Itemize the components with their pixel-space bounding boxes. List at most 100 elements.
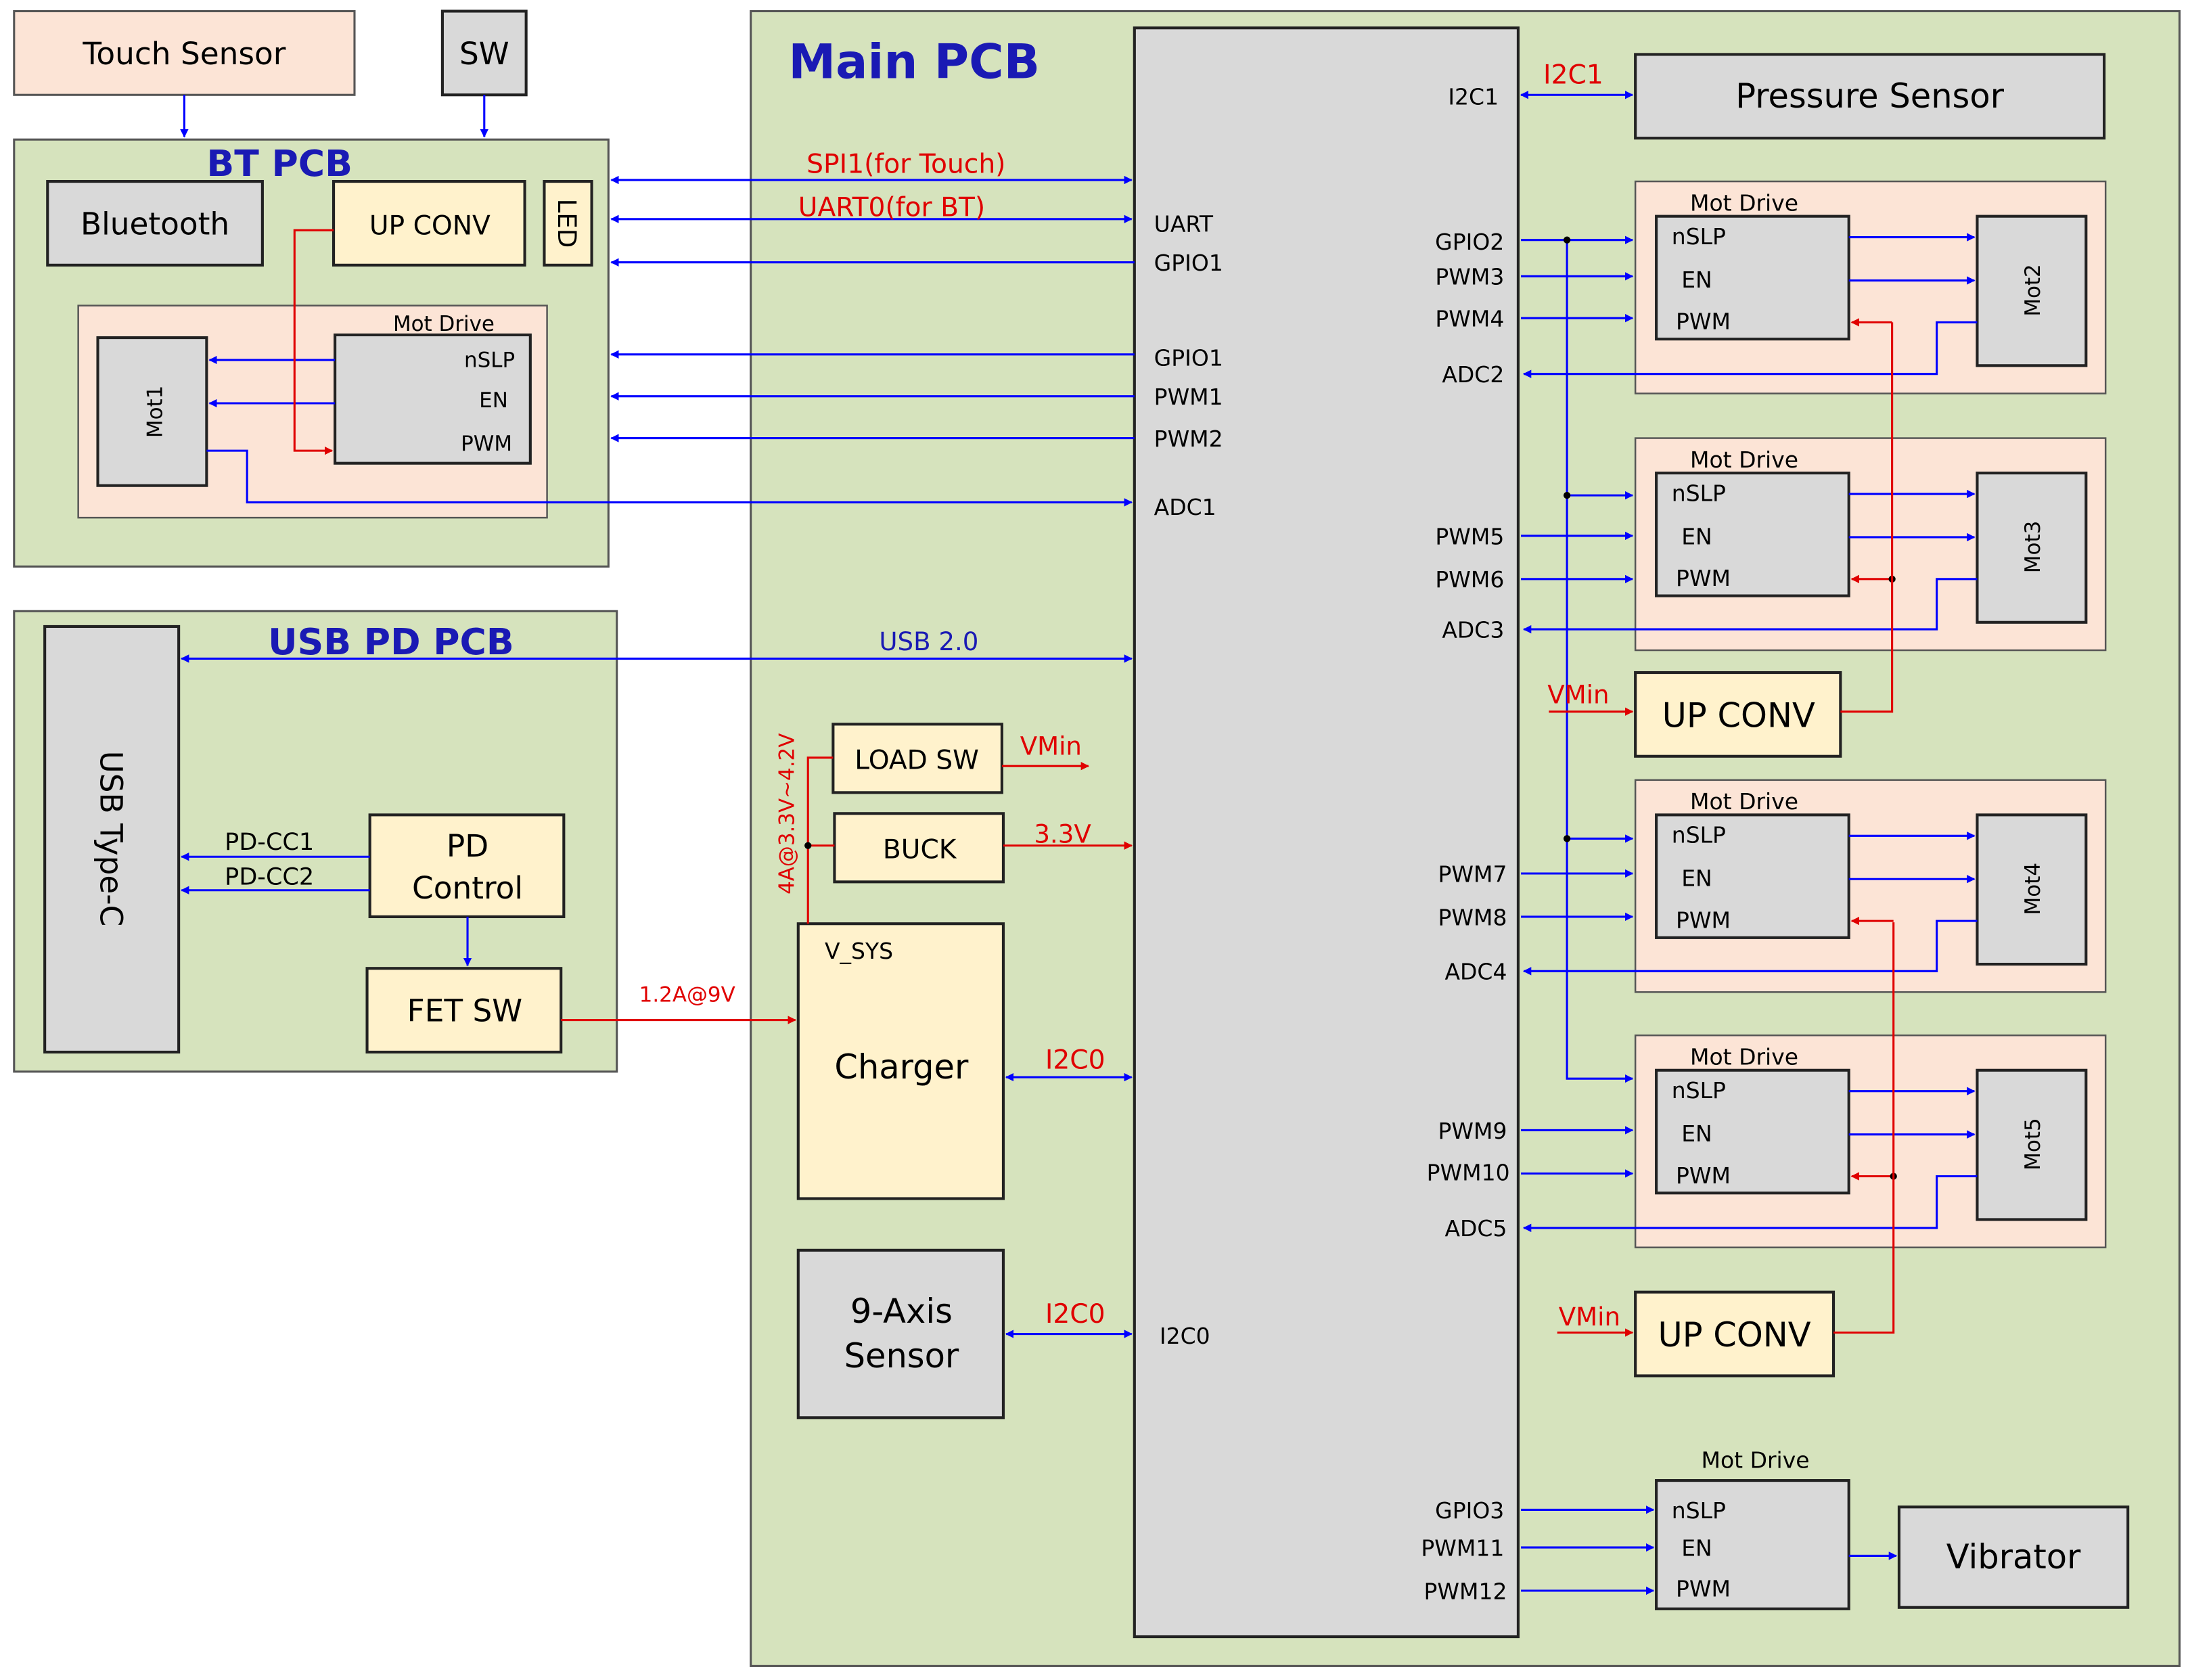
pd-control-label-1: PD [447,828,488,864]
up-conv-1-block [1634,671,1842,758]
usb-typec-block [43,625,181,1054]
mot-driver-3-pin-en: EN [1681,523,1712,549]
mot-driver-3-pin-pwm: PWM [1676,565,1731,591]
pd-cc1-label: PD-CC1 [225,828,314,856]
input-power-label: 1.2A@9V [639,983,735,1007]
up-conv-2-label: UP CONV [1658,1315,1811,1355]
uart0-label: UART0(for BT) [798,193,985,223]
mcu-pin-i2c0: I2C0 [1160,1323,1210,1349]
vsys-rail [806,756,834,924]
mcu-pin-i2c1: I2C1 [1448,84,1499,110]
buck-label: BUCK [883,834,957,865]
mcu-pin-adc5: ADC5 [1444,1215,1507,1242]
pd-cc2-label: PD-CC2 [225,863,314,890]
mcu-pin-pwm5: PWM5 [1435,523,1504,549]
mot5-label: Mot5 [2021,1118,2045,1170]
mot4-block [1976,813,2088,966]
up-conv-2-output [1833,922,1895,1334]
usb-pd-pcb-title: USB PD PCB [268,620,514,663]
sw-label: SW [459,36,509,72]
mcu-pin-pwm1: PWM1 [1154,384,1223,410]
bt-pin-pwm: PWM [461,432,512,456]
load-sw-label: LOAD SW [854,745,979,775]
mot5-adc-feedback [1522,1175,1978,1233]
pressure-sensor-label: Pressure Sensor [1735,76,2004,116]
vibrator-label: Vibrator [1946,1537,2081,1576]
mot-driver-2-pin-nslp: nSLP [1672,223,1726,250]
mcu-pin-pwm9: PWM9 [1438,1118,1507,1144]
buck-3v3-label: 3.3V [1034,820,1091,849]
mot2-label: Mot2 [2021,264,2045,316]
mot-driver-2-pin-en: EN [1681,267,1712,293]
pd-control-label-2: Control [412,870,523,906]
mot-driver-2-pin-pwm: PWM [1676,309,1731,335]
mcu-pin-adc1: ADC1 [1154,494,1216,520]
nslp-bus-vertical [1566,240,1634,1083]
mcu-pin-gpio1b: GPIO1 [1154,344,1223,371]
bt-pin-nslp: nSLP [464,348,515,372]
led-label: LED [552,199,581,248]
mcu-block [1133,26,1520,1639]
touch-sensor-label: Touch Sensor [82,36,286,72]
vsys-junction [804,842,812,849]
fet-sw-label: FET SW [407,993,523,1029]
charger-i2c0-label: I2C0 [1045,1045,1106,1076]
usb-typec-label: USB Type-C [93,751,129,927]
spi1-label: SPI1(for Touch) [806,150,1005,180]
bt-pin-en: EN [479,388,508,413]
mcu-pin-adc2: ADC2 [1442,361,1504,388]
up-conv-2-vmin-label: VMin [1559,1302,1620,1332]
vibrator-block [1897,1505,2130,1609]
mot1-block [96,336,208,487]
touch-sensor-block [13,9,356,96]
adc1-line [206,449,1133,507]
axis-sensor-label-2: Sensor [844,1336,959,1376]
charger-label: Charger [834,1047,969,1087]
mot-driver-5-pin-pwm: PWM [1676,1162,1731,1189]
mcu-pin-gpio3: GPIO3 [1435,1497,1504,1524]
pressure-sensor-block [1634,53,2106,140]
vibrator-pin-nslp: nSLP [1672,1497,1726,1524]
up-conv-1-output [1840,322,1894,713]
fet-sw-block [365,967,563,1054]
up-conv-1-label: UP CONV [1662,696,1815,735]
mot3-label: Mot3 [2021,521,2045,573]
bluetooth-block [46,180,264,267]
charger-block [796,922,1005,1200]
vibrator-mot-drive-title: Mot Drive [1702,1447,1810,1474]
buck-block [833,812,1005,884]
mot4-adc-feedback [1522,920,1978,976]
mcu-pin-pwm10: PWM10 [1427,1160,1510,1186]
mcu-pin-gpio2: GPIO2 [1435,229,1504,255]
bt-upconv-to-pwm [293,229,334,455]
bt-pcb-title: BT PCB [206,142,352,185]
mot3-block [1976,472,2088,624]
current-range-label: 4A@3.3V~4.2V [775,733,800,894]
mot-driver-block-4 [1655,813,1850,939]
mot-drive-title-4: Mot Drive [1690,788,1798,815]
mot-driver-4-pin-nslp: nSLP [1672,822,1726,848]
main-pcb-title: Main PCB [788,34,1040,89]
nslp-bus-junction-2 [1563,491,1571,499]
mot-driver-block-2 [1655,214,1850,341]
mot-drive-title-5: Mot Drive [1690,1044,1798,1070]
mcu-pin-uart: UART [1154,210,1214,237]
up-conv-2-block [1634,1290,1836,1378]
mot-drive-title-2: Mot Drive [1690,189,1798,216]
mcu-pin-pwm3: PWM3 [1435,264,1504,290]
up-conv-1-vmin-label: VMin [1547,680,1609,709]
mcu-pin-adc3: ADC3 [1442,616,1504,643]
i2c1-label: I2C1 [1543,60,1603,91]
mcu-pin-pwm6: PWM6 [1435,566,1504,593]
mot-driver-5-pin-en: EN [1681,1120,1712,1147]
mot-driver-block-3 [1655,472,1850,597]
pd-control-block [368,813,566,918]
led-block [543,180,593,267]
load-sw-vmin-label: VMin [1020,732,1082,761]
bt-up-conv-label: UP CONV [369,210,491,241]
usb20-label: USB 2.0 [879,627,978,656]
mot5-block [1976,1068,2088,1221]
nslp-bus-junction-3 [1563,835,1571,842]
mot-driver-block-5 [1655,1068,1850,1195]
bluetooth-label: Bluetooth [81,206,229,242]
